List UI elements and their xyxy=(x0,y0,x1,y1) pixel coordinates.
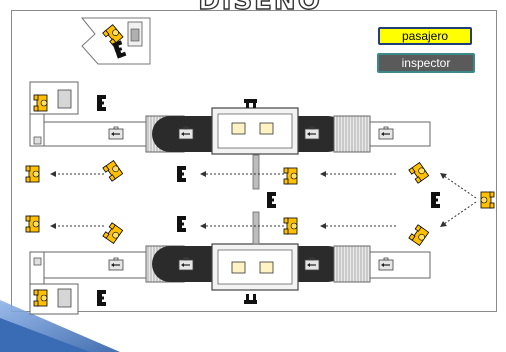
legend-inspector: inspector xyxy=(377,53,475,73)
suitcase-icon xyxy=(178,257,194,271)
booth-inset xyxy=(80,17,151,65)
passenger-figure-icon xyxy=(408,162,430,184)
suitcase-icon xyxy=(378,257,394,271)
inspector-figure-icon xyxy=(177,216,186,232)
monitor-icon xyxy=(231,261,246,274)
inspector-figure-icon xyxy=(431,192,440,208)
monitor-icon xyxy=(57,288,72,308)
passenger-figure-icon xyxy=(480,191,495,209)
passenger-figure-icon xyxy=(102,222,124,244)
inspector-figure-icon xyxy=(97,95,106,111)
inspector-figure-icon xyxy=(267,192,276,208)
passenger-flow xyxy=(25,160,495,246)
inspector-figure-icon xyxy=(97,290,106,306)
suitcase-icon xyxy=(108,257,124,271)
passenger-figure-icon xyxy=(25,215,40,233)
suitcase-icon xyxy=(108,126,124,140)
monitor-icon xyxy=(57,89,72,109)
passenger-figure-icon xyxy=(25,165,40,183)
suitcase-icon xyxy=(378,126,394,140)
monitor-icon xyxy=(259,261,274,274)
suitcase-icon xyxy=(304,257,320,271)
top-lane xyxy=(29,81,431,155)
inspector-figure-icon xyxy=(177,166,186,182)
monitor-icon xyxy=(259,122,274,135)
legend-pasajero: pasajero xyxy=(378,27,472,45)
passenger-figure-icon xyxy=(283,167,298,185)
monitor-icon xyxy=(231,122,246,135)
suitcase-icon xyxy=(178,126,194,140)
suitcase-icon xyxy=(304,126,320,140)
passenger-figure-icon xyxy=(408,224,430,246)
passenger-figure-icon xyxy=(283,217,298,235)
passenger-figure-icon xyxy=(102,160,124,182)
center-column xyxy=(252,154,276,245)
bottom-lane xyxy=(29,243,431,315)
